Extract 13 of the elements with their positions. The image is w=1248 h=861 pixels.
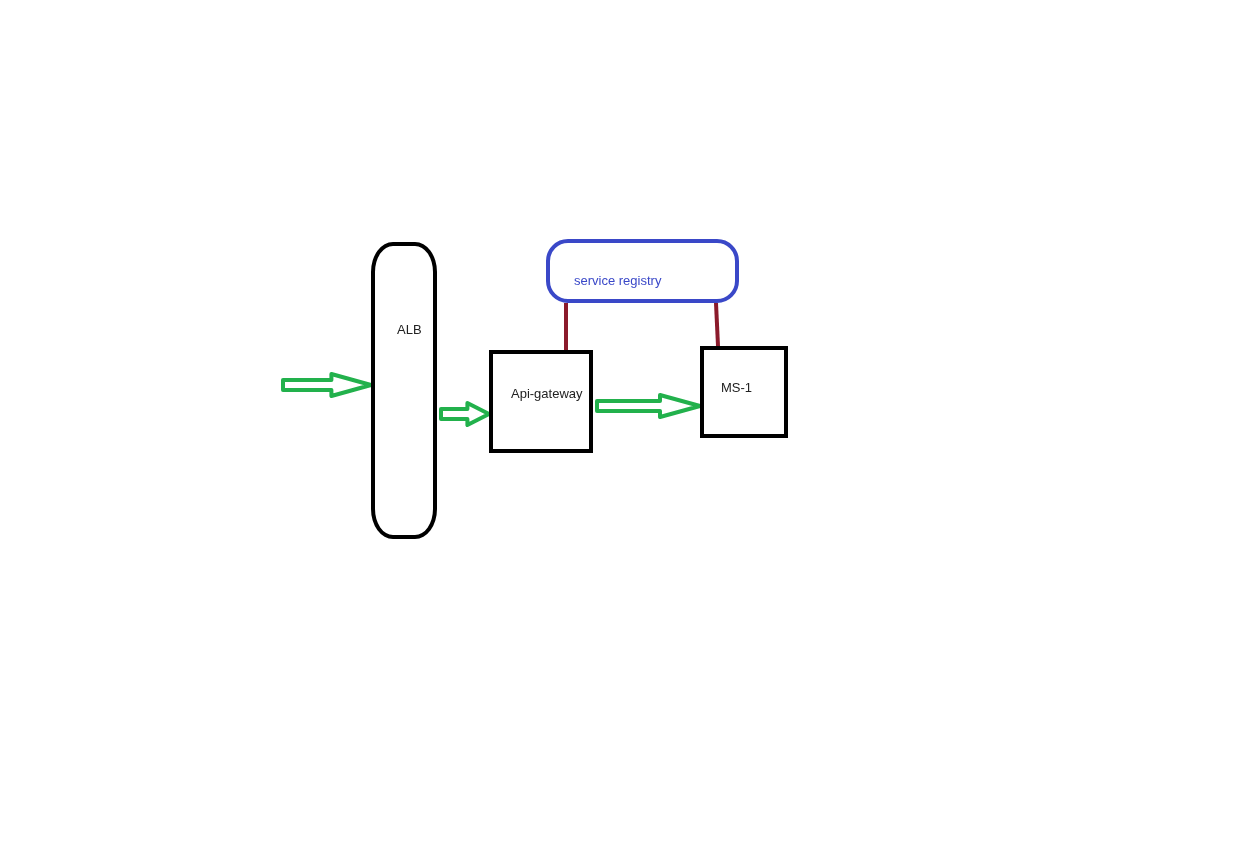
block-arrow — [439, 401, 491, 427]
connector-line — [564, 303, 568, 350]
node-label: MS-1 — [721, 380, 753, 395]
block-arrow — [595, 393, 702, 419]
node-label: service registry — [574, 273, 662, 288]
connector-line — [714, 302, 720, 347]
node-label: ALB — [397, 322, 422, 337]
block-arrow — [281, 372, 373, 398]
node-label: Api-gateway — [511, 386, 583, 401]
process-box — [489, 350, 593, 453]
load-balancer-shape — [371, 242, 437, 539]
process-box — [700, 346, 788, 438]
registry-box — [546, 239, 739, 303]
